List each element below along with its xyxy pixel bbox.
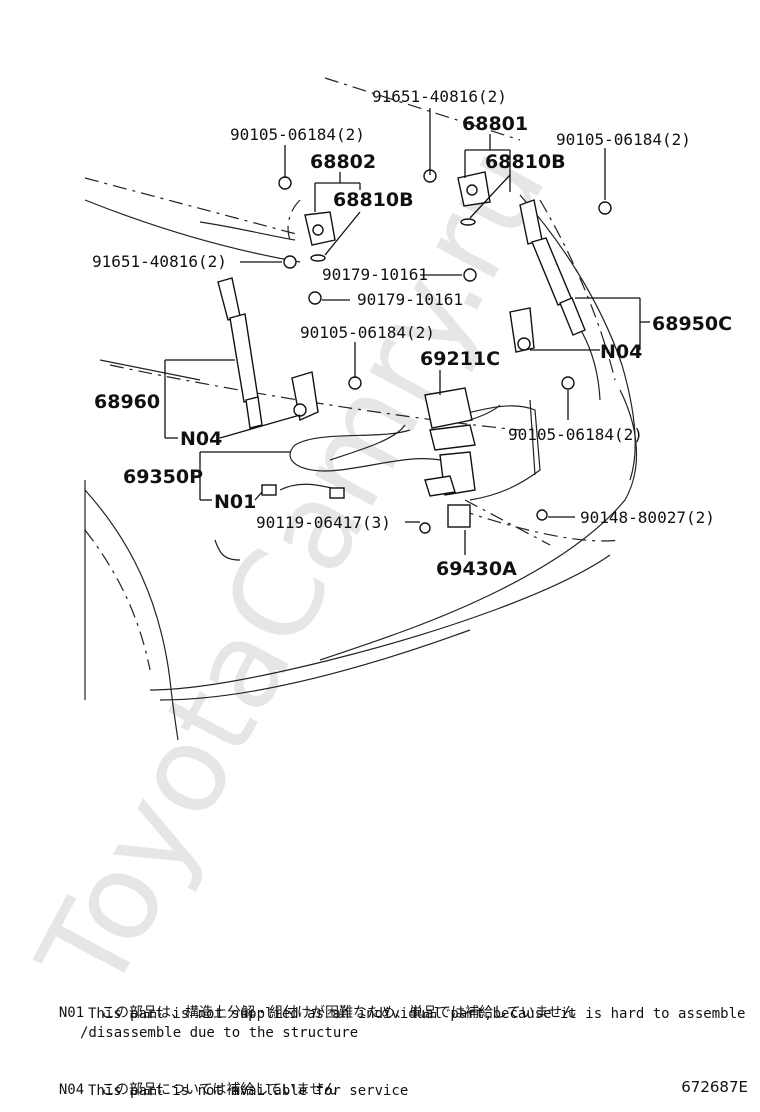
hinge-right <box>423 169 612 282</box>
note-n04: N04 この部品については補給していません <box>42 1063 338 1099</box>
callout-69211c: 69211C <box>420 348 500 370</box>
hinge-left <box>278 176 336 305</box>
callout-68810b-right: 68810B <box>485 151 566 173</box>
note-n04-code: N04 <box>58 1082 85 1098</box>
callout-69350p: 69350P <box>123 466 203 488</box>
note-n01-en-line2: /disassemble due to the structure <box>80 1025 359 1041</box>
note-n04-en: This part is not available for service <box>88 1083 409 1099</box>
callout-n01: N01 <box>214 491 256 513</box>
callout-n04-left: N04 <box>180 428 222 450</box>
callout-68960: 68960 <box>94 391 160 413</box>
leader-lines <box>164 108 650 555</box>
note-n01-jp: この部品は、構造上分解・組付けが困難なため、単品では補給していません <box>101 1005 577 1021</box>
callout-90105-06184-mid: 90105-06184(2) <box>300 323 435 342</box>
note-n04-jp: この部品については補給していません <box>101 1082 338 1098</box>
note-n01-code: N01 <box>58 1005 85 1021</box>
lock-assembly <box>261 387 551 546</box>
callout-68802: 68802 <box>310 151 376 173</box>
callout-69430a: 69430A <box>436 558 517 580</box>
callout-91651-40816-top: 91651-40816(2) <box>372 87 507 106</box>
note-n01-en-line1: This part is not supplied as an individu… <box>88 1006 746 1022</box>
callout-n04-right: N04 <box>600 341 642 363</box>
callout-90119-06417: 90119-06417(3) <box>256 513 391 532</box>
note-n01: N01 この部品は、構造上分解・組付けが困難なため、単品では補給していません <box>42 986 576 1022</box>
part-callouts: 91651-40816(2) 68801 90105-06184(2) 6880… <box>92 87 732 580</box>
callout-91651-40816-left: 91651-40816(2) <box>92 252 227 271</box>
callout-90148-80027: 90148-80027(2) <box>580 508 715 527</box>
diagram-number: 672687E <box>681 1078 748 1096</box>
gas-strut-right <box>509 199 586 390</box>
callout-68810b-left: 68810B <box>333 189 414 211</box>
callout-90105-06184-right-top: 90105-06184(2) <box>556 130 691 149</box>
vehicle-body-outline <box>84 77 638 741</box>
callout-68950c: 68950C <box>652 313 732 335</box>
callout-90105-06184-right-low: 90105-06184(2) <box>508 425 643 444</box>
callout-90179-10161-lower: 90179-10161 <box>357 290 463 309</box>
callout-90105-06184-left-top: 90105-06184(2) <box>230 125 365 144</box>
gas-strut-left <box>217 277 362 429</box>
callout-68801: 68801 <box>462 113 528 135</box>
callout-90179-10161-upper: 90179-10161 <box>322 265 428 284</box>
